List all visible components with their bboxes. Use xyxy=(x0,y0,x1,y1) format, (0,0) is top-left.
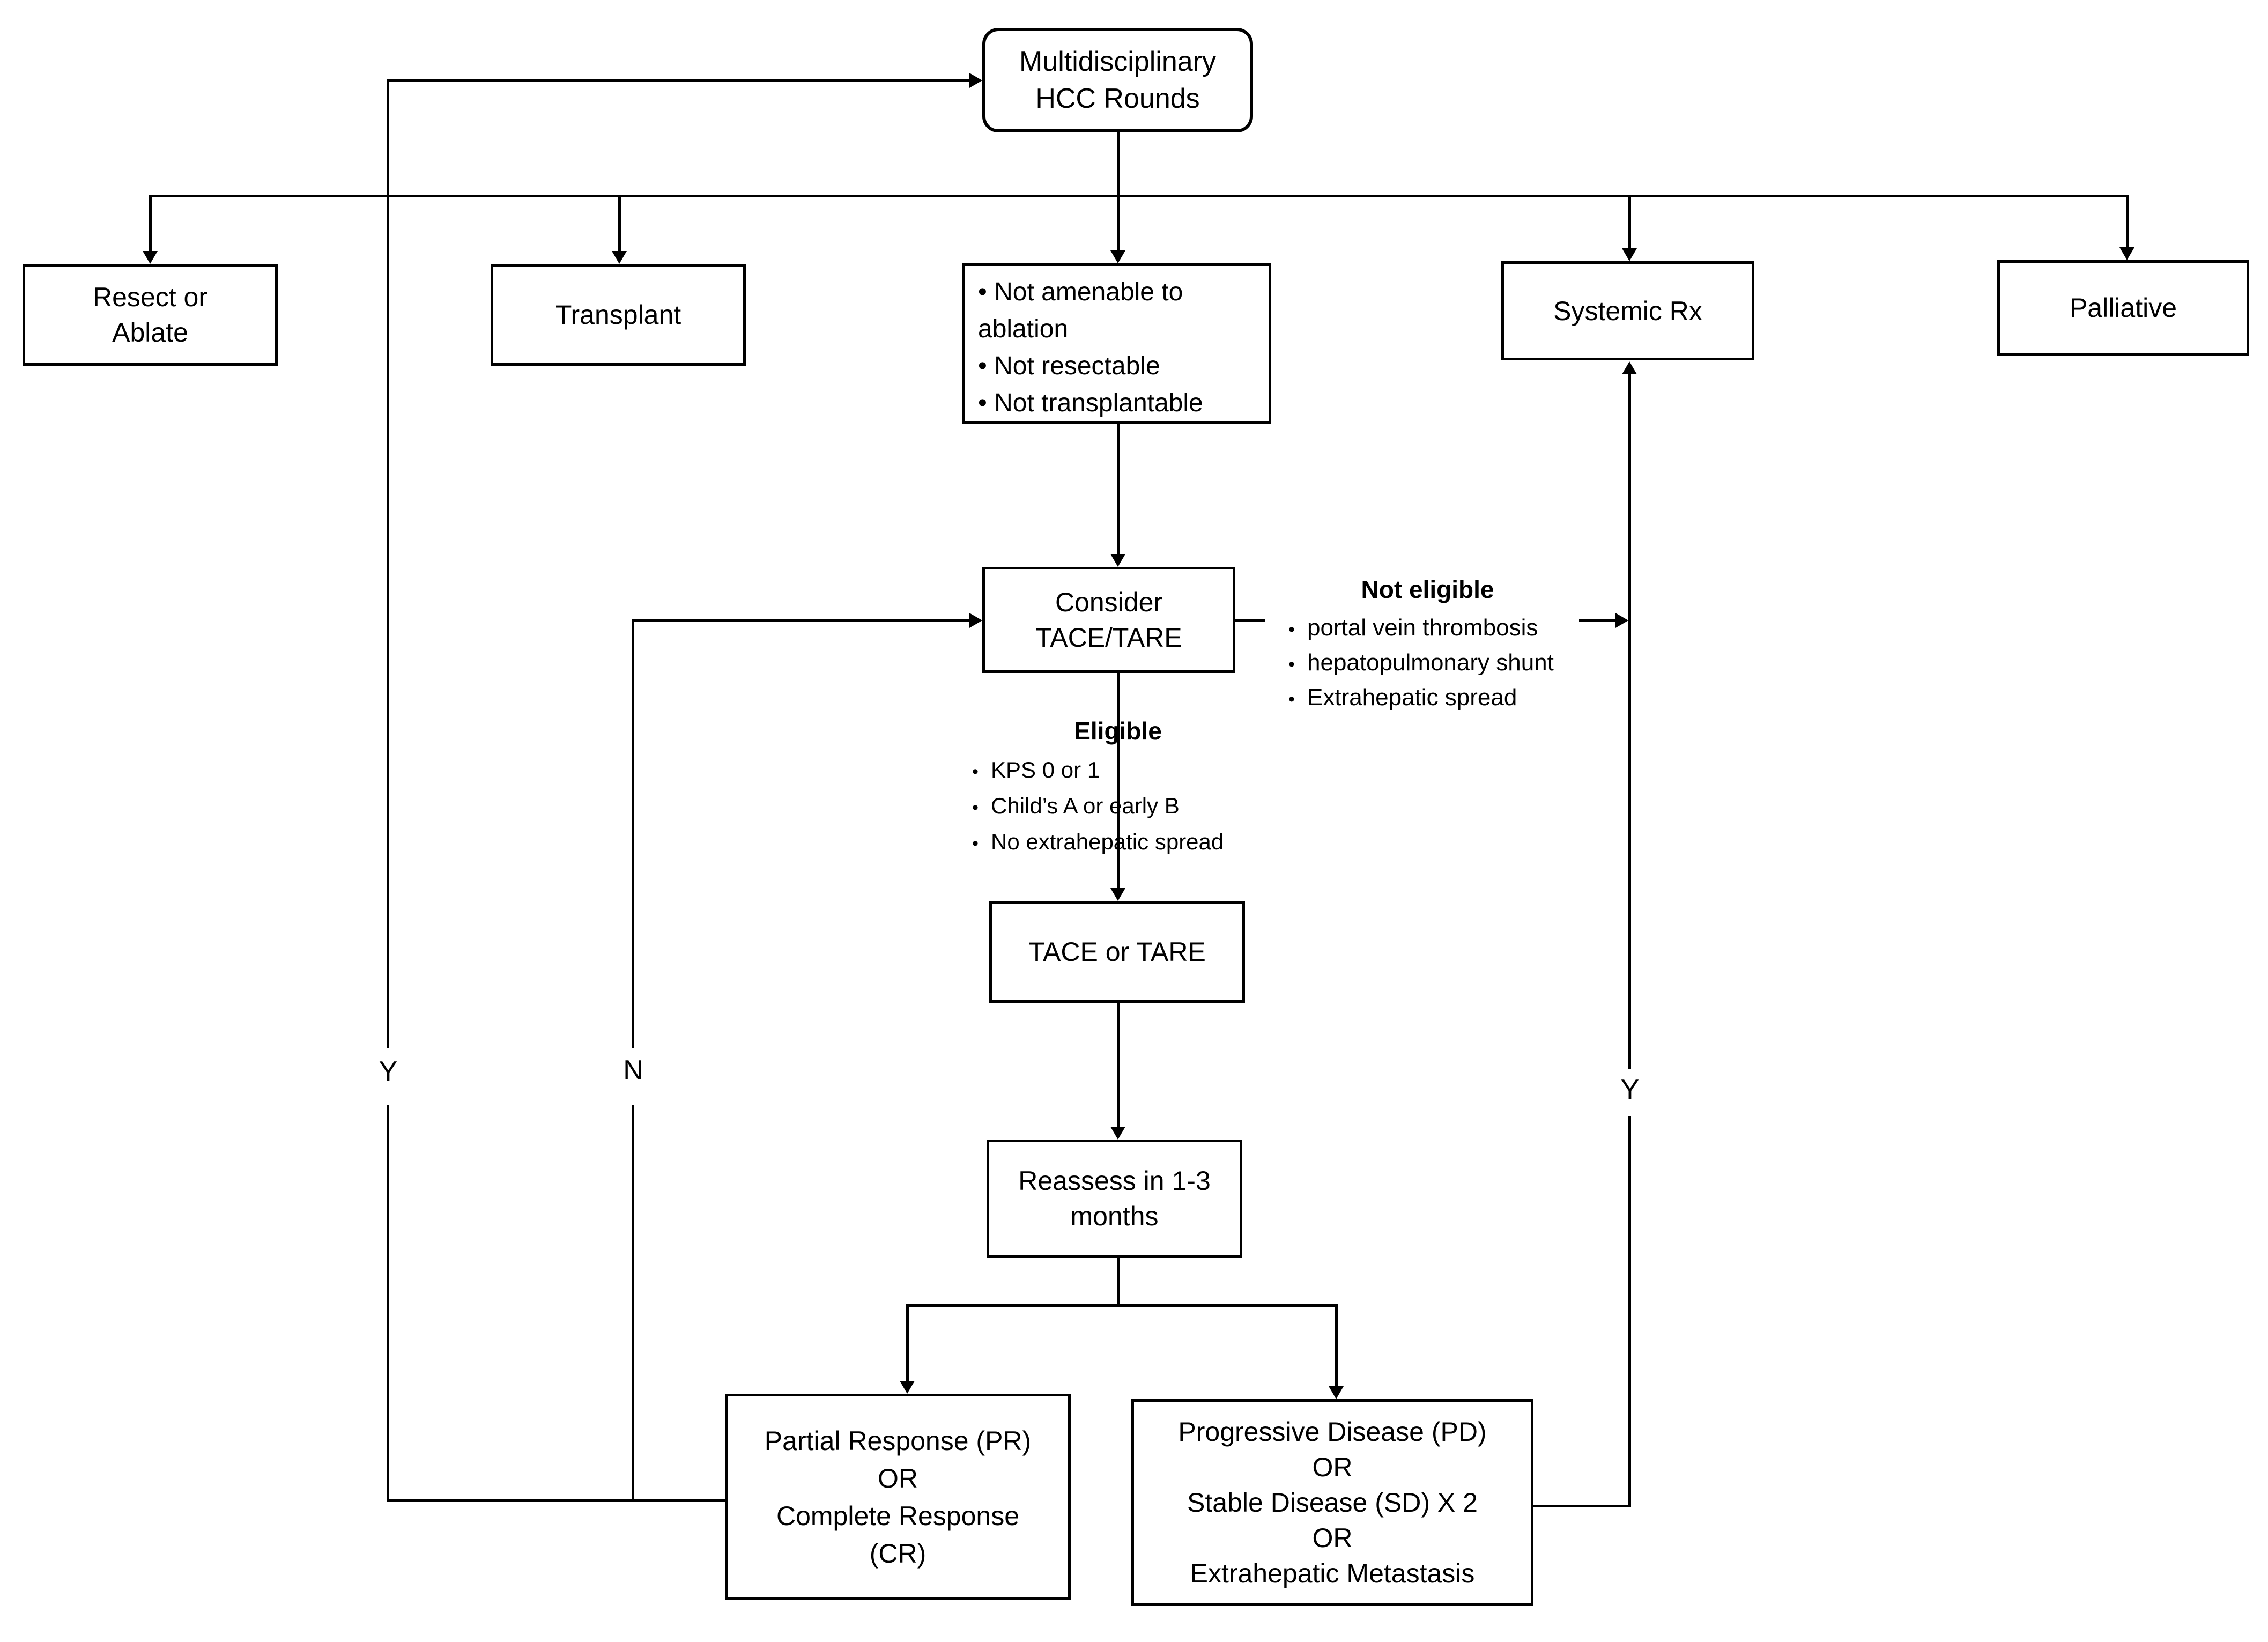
edge-criteria-to-consider xyxy=(1117,424,1120,555)
eligible-heading: Eligible xyxy=(1074,717,1162,745)
edge-yes-left-lower xyxy=(387,1105,389,1502)
eligible-criteria-list: Eligible • KPS 0 or 1 • Child’s A or ear… xyxy=(960,716,1276,861)
list-item-text: Extrahepatic spread xyxy=(1307,684,1517,711)
arrowhead-into-resect-icon xyxy=(143,251,158,264)
node-tace-or-tare: TACE or TARE xyxy=(989,901,1245,1003)
edge-reassess-to-split xyxy=(1117,1258,1120,1307)
edge-yes-left-to-rounds xyxy=(387,79,971,82)
node-label: Multidisciplinary HCC Rounds xyxy=(1019,46,1216,114)
edge-noteligible-to-systemic-line xyxy=(1579,619,1617,622)
edge-consider-right-stub xyxy=(1235,619,1265,622)
node-label: Consider TACE/TARE xyxy=(1035,587,1182,653)
edge-split-bar xyxy=(906,1304,1338,1307)
node-label: Progressive Disease (PD) OR Stable Disea… xyxy=(1178,1416,1487,1588)
list-item-text: No extrahepatic spread xyxy=(991,829,1224,854)
node-label: • Not amenable to ablation • Not resecta… xyxy=(978,278,1203,418)
node-partial-or-complete-response: Partial Response (PR) OR Complete Respon… xyxy=(725,1394,1071,1600)
edge-distribution-bar xyxy=(149,195,2129,197)
edge-yes-right-upper xyxy=(1628,374,1631,1069)
node-palliative: Palliative xyxy=(1997,260,2249,356)
edge-label-yes-left: Y xyxy=(364,1055,412,1088)
edge-hub-to-systemic xyxy=(1628,195,1631,249)
node-label: Palliative xyxy=(2069,293,2177,323)
bullet-icon: • xyxy=(972,833,979,854)
bullet-icon: • xyxy=(1288,619,1295,640)
edge-pr-west xyxy=(387,1499,725,1502)
bullet-icon: • xyxy=(1288,689,1295,709)
arrowhead-noteligible-icon xyxy=(1615,613,1628,628)
node-multidisciplinary-hcc-rounds: Multidisciplinary HCC Rounds xyxy=(982,28,1253,132)
not-eligible-criteria-list: Not eligible • portal vein thrombosis • … xyxy=(1276,575,1579,716)
edge-hub-to-resect xyxy=(149,195,152,252)
edge-hub-to-palliative xyxy=(2126,195,2129,248)
edge-hub-to-transplant xyxy=(618,195,621,252)
edge-rounds-to-criteria xyxy=(1117,132,1120,252)
bullet-icon: • xyxy=(972,797,979,818)
arrowhead-into-reassess-icon xyxy=(1110,1127,1125,1140)
node-reassess-1-3-months: Reassess in 1-3 months xyxy=(987,1140,1242,1258)
node-not-amenable-criteria: • Not amenable to ablation • Not resecta… xyxy=(962,263,1271,424)
edge-consider-to-tace xyxy=(1117,673,1120,889)
edge-no-to-consider xyxy=(632,619,971,622)
edge-no-lower xyxy=(632,1105,634,1502)
node-label: Systemic Rx xyxy=(1553,295,1702,326)
arrowhead-into-palliative-icon xyxy=(2119,247,2134,260)
list-item: • No extrahepatic spread xyxy=(960,825,1276,861)
node-systemic-rx: Systemic Rx xyxy=(1501,261,1754,360)
bullet-icon: • xyxy=(972,761,979,782)
list-item-text: Child’s A or early B xyxy=(991,793,1180,818)
edge-no-upper xyxy=(632,619,634,1048)
node-label: Transplant xyxy=(555,300,681,330)
arrowhead-into-pr-icon xyxy=(900,1381,915,1394)
not-eligible-heading: Not eligible xyxy=(1361,575,1494,603)
edge-split-to-pd xyxy=(1335,1304,1338,1387)
edge-split-to-pr xyxy=(906,1304,909,1382)
list-item: • KPS 0 or 1 xyxy=(960,753,1276,789)
edge-pd-east xyxy=(1533,1505,1631,1507)
list-item: • portal vein thrombosis xyxy=(1276,611,1579,646)
node-transplant: Transplant xyxy=(491,264,746,366)
node-consider-tace-tare: Consider TACE/TARE xyxy=(982,567,1235,673)
list-item: • Child’s A or early B xyxy=(960,789,1276,825)
edge-label-no: N xyxy=(609,1054,657,1086)
list-item-text: hepatopulmonary shunt xyxy=(1307,649,1554,676)
arrowhead-into-rounds-icon xyxy=(969,73,982,88)
bullet-icon: • xyxy=(1288,654,1295,675)
arrowhead-into-systemic-bottom-icon xyxy=(1622,361,1637,374)
arrowhead-into-criteria-icon xyxy=(1110,250,1125,263)
node-progressive-disease-outcomes: Progressive Disease (PD) OR Stable Disea… xyxy=(1131,1399,1533,1606)
arrowhead-into-transplant-icon xyxy=(612,251,627,264)
node-resect-or-ablate: Resect or Ablate xyxy=(23,264,278,366)
list-item-text: KPS 0 or 1 xyxy=(991,757,1100,782)
node-label: Reassess in 1-3 months xyxy=(1018,1166,1211,1231)
edge-tace-to-reassess xyxy=(1117,1003,1120,1128)
arrowhead-into-consider-top-icon xyxy=(1110,554,1125,567)
arrowhead-into-tace-icon xyxy=(1110,888,1125,901)
edge-yes-left-upper xyxy=(387,79,389,1048)
arrowhead-into-pd-icon xyxy=(1329,1386,1344,1399)
node-label: TACE or TARE xyxy=(1028,937,1206,967)
list-item: • hepatopulmonary shunt xyxy=(1276,646,1579,681)
edge-label-yes-right: Y xyxy=(1606,1074,1654,1106)
arrowhead-into-consider-left-icon xyxy=(969,613,982,628)
arrowhead-into-systemic-top-icon xyxy=(1622,248,1637,261)
node-label: Resect or Ablate xyxy=(93,282,207,347)
list-item: • Extrahepatic spread xyxy=(1276,681,1579,716)
node-label: Partial Response (PR) OR Complete Respon… xyxy=(764,1425,1032,1569)
edge-yes-right-lower xyxy=(1628,1116,1631,1507)
list-item-text: portal vein thrombosis xyxy=(1307,615,1538,641)
